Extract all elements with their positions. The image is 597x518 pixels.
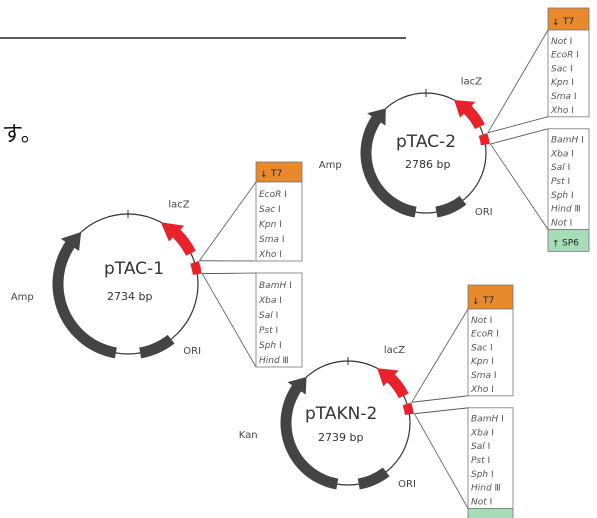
restriction-site: BamH I	[551, 136, 584, 146]
lower-site-box	[255, 272, 303, 368]
sp6-label: SP6	[562, 238, 579, 248]
restriction-site: Hind Ⅲ	[551, 205, 581, 215]
down-arrow-icon: ↓	[260, 170, 268, 180]
resistance-marker-label: Amp	[11, 292, 34, 303]
ori-block	[357, 467, 390, 490]
mcs-connector	[490, 128, 549, 145]
plasmid-name: pTAC-2	[396, 132, 456, 152]
lacz-label: lacZ	[461, 77, 482, 88]
sp6-promoter-box	[467, 507, 514, 518]
restriction-site: Sal I	[471, 442, 490, 452]
restriction-site: Pst I	[259, 326, 278, 336]
restriction-site: Xba I	[258, 296, 282, 306]
t7-label: T7	[270, 169, 282, 179]
lower-site-box	[467, 407, 514, 509]
ori-label: ORI	[475, 207, 493, 218]
ori-block	[435, 195, 467, 218]
mcs-connector	[202, 272, 257, 274]
restriction-site: Sac I	[551, 64, 573, 74]
restriction-site: EcoR I	[259, 190, 287, 200]
restriction-site: Not I	[471, 316, 492, 326]
sp6-promoter-box	[547, 228, 590, 252]
mcs-connector	[199, 181, 257, 262]
mcs-connector	[411, 308, 469, 403]
lacz-arrow	[454, 100, 485, 130]
restriction-site: Hind Ⅲ	[471, 484, 501, 494]
plasmid-name: pTAC-1	[104, 259, 164, 279]
restriction-site: Not I	[471, 497, 492, 507]
lacz-label: lacZ	[168, 199, 189, 210]
restriction-site: Xho I	[550, 106, 574, 116]
lower-site-box	[547, 128, 590, 230]
mcs-flare	[487, 116, 548, 144]
restriction-site: Sma I	[259, 235, 285, 245]
mcs-connector	[411, 395, 469, 403]
restriction-site: Sph I	[259, 341, 282, 351]
restriction-site: EcoR I	[551, 51, 579, 61]
mcs-connector	[487, 116, 549, 134]
resistance-gene-arrow	[360, 108, 417, 218]
resistance-marker-label: Amp	[319, 160, 342, 171]
restriction-site: Pst I	[471, 456, 490, 466]
mcs-flare	[199, 260, 256, 274]
resistance-gene-arrow	[280, 376, 339, 490]
restriction-site: Sma I	[551, 92, 577, 102]
mcs-connector	[201, 273, 257, 368]
upper-site-box	[467, 308, 514, 397]
mcs-connector	[490, 143, 549, 230]
upper-site-box	[547, 29, 590, 118]
restriction-site: Sph I	[471, 470, 494, 480]
plasmid-size: 2739 bp	[318, 431, 363, 444]
header-text-fragment: す。	[2, 122, 42, 146]
restriction-site: Sal I	[551, 163, 570, 173]
t7-label: T7	[482, 296, 494, 306]
mcs-block	[190, 260, 202, 275]
restriction-site: Not I	[551, 218, 572, 228]
lacz-arrow	[160, 222, 196, 256]
restriction-site: Hind Ⅲ	[259, 356, 289, 366]
mcs-connector	[487, 29, 549, 134]
restriction-site: BamH I	[471, 415, 504, 425]
restriction-site: Sph I	[551, 191, 574, 201]
restriction-site: Sac I	[471, 343, 493, 353]
mcs-connector	[414, 407, 469, 415]
restriction-site: Kpn I	[471, 357, 494, 367]
restriction-site: BamH I	[259, 281, 292, 291]
restriction-site: Sma I	[471, 371, 497, 381]
restriction-site: Sal I	[259, 311, 278, 321]
ori-label: ORI	[183, 346, 201, 357]
restriction-site: EcoR I	[471, 330, 499, 340]
mcs-block	[478, 133, 490, 146]
up-arrow-icon: ↑	[552, 239, 560, 249]
mcs-block	[402, 402, 414, 415]
restriction-site: Not I	[551, 37, 572, 47]
plasmid-size: 2786 bp	[405, 158, 450, 171]
restriction-site: Kpn I	[259, 220, 282, 230]
mcs-connector	[413, 413, 469, 509]
restriction-site: Pst I	[551, 177, 570, 187]
down-arrow-icon: ↓	[552, 18, 560, 28]
restriction-site: Sac I	[259, 205, 281, 215]
upper-site-box	[255, 181, 303, 262]
restriction-site: Xho I	[470, 385, 494, 395]
plasmid-size: 2734 bp	[107, 290, 152, 303]
down-arrow-icon: ↓	[472, 297, 480, 307]
restriction-site: Xho I	[258, 250, 282, 260]
ori-label: ORI	[398, 479, 416, 490]
restriction-site: Kpn I	[551, 78, 574, 88]
lacz-label: lacZ	[384, 345, 405, 356]
ori-block	[139, 334, 175, 359]
plasmid-name: pTAKN-2	[305, 404, 377, 424]
resistance-gene-arrow	[52, 231, 117, 359]
lacz-arrow	[377, 368, 409, 399]
restriction-site: Xba I	[550, 149, 574, 159]
restriction-site: Xba I	[470, 428, 494, 438]
t7-label: T7	[562, 17, 574, 27]
resistance-marker-label: Kan	[239, 430, 258, 441]
